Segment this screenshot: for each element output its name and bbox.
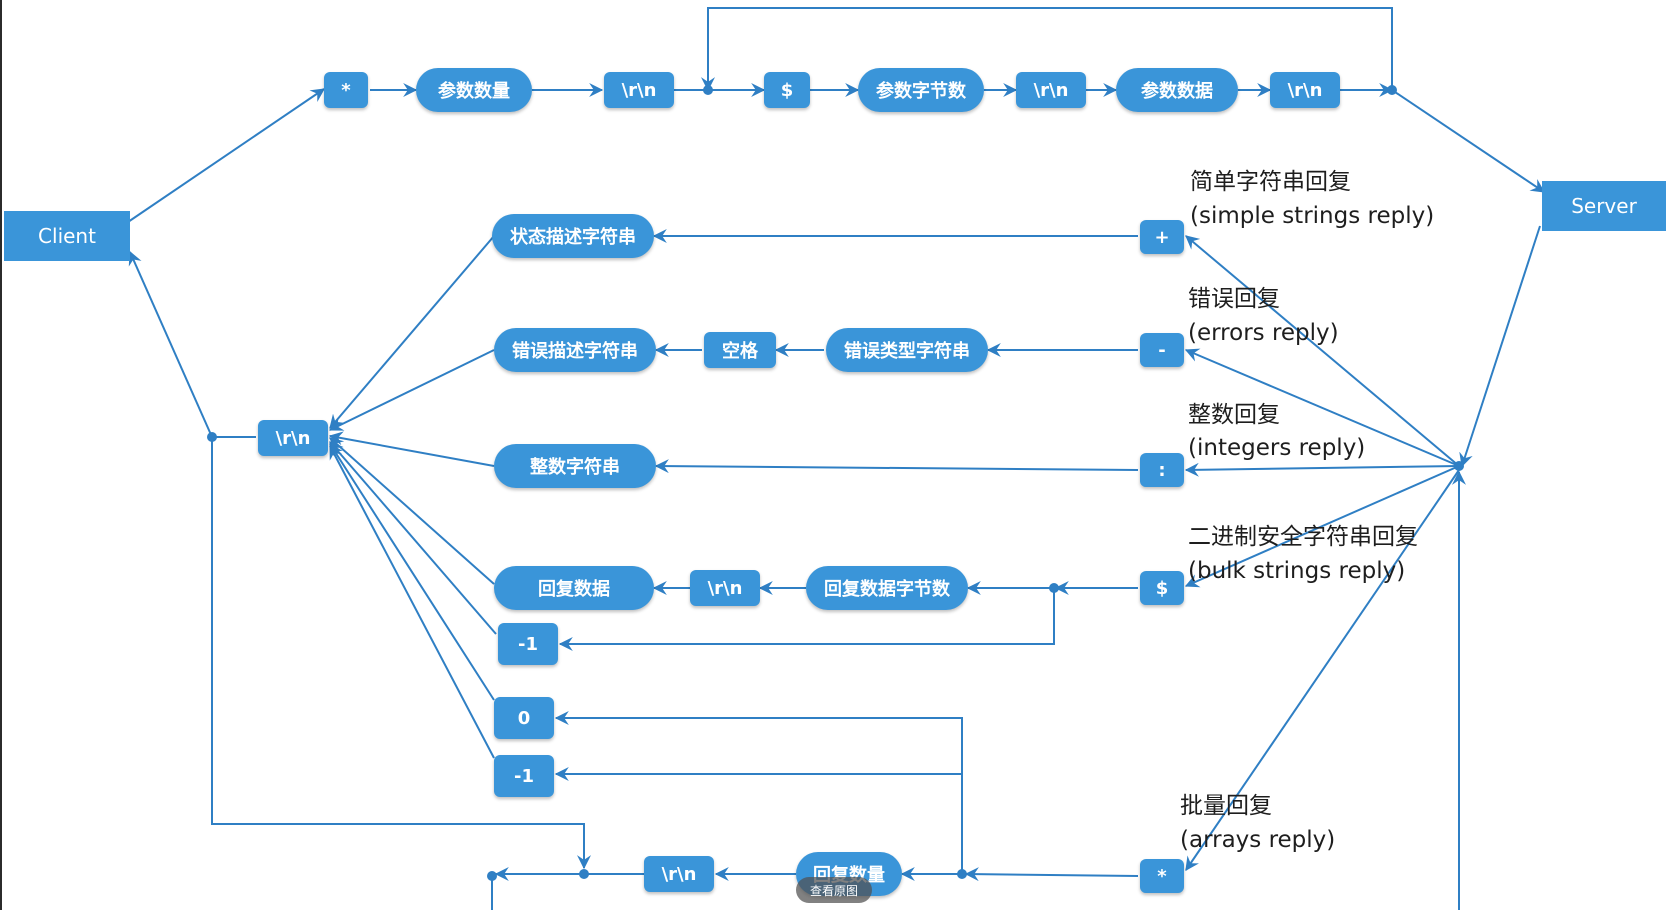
request-dollar-node: $ [764, 72, 810, 108]
edge-client-star [127, 88, 325, 223]
label-bulk-en: (bulk strings reply) [1188, 558, 1406, 584]
label-simple-cn: 简单字符串回复 [1190, 169, 1351, 195]
edge-arrneg1-crlf [329, 444, 495, 759]
request-crlf-node-2: \r\n [1016, 72, 1086, 108]
edge-clientjunction-client [128, 250, 213, 438]
arg-bytes-node: 参数字节数 [858, 68, 984, 112]
reply-data-bytes-node: 回复数据字节数 [806, 566, 968, 610]
edge-server-hub [1459, 225, 1541, 468]
client-node: Client [4, 211, 130, 261]
junction-dot [1049, 583, 1059, 593]
edge-errdesc-crlf [328, 349, 495, 431]
reply-crlf-node: \r\n [690, 570, 760, 606]
junction-dot [957, 869, 967, 879]
request-star-node: * [324, 72, 368, 108]
reply-data-node: 回复数据 [494, 566, 654, 610]
junction-dot [703, 85, 713, 95]
edge-status-crlf [329, 235, 495, 429]
junction-dot [1387, 85, 1397, 95]
arg-data-node: 参数数据 [1116, 68, 1238, 112]
view-original-button[interactable]: 查看原图 [796, 877, 872, 903]
junction-dot [207, 432, 217, 442]
window-edge [0, 0, 2, 910]
edge-hub-plus [1185, 235, 1460, 467]
bottom-crlf-node: \r\n [644, 856, 714, 892]
edge-colon-intstr [654, 459, 1139, 474]
label-bulk-cn: 二进制安全字符串回复 [1188, 524, 1418, 550]
status-string-node: 状态描述字符串 [492, 214, 654, 258]
request-crlf-node-3: \r\n [1270, 72, 1340, 108]
edge-star-junction [964, 867, 1139, 882]
label-arrays-en: (arrays reply) [1180, 827, 1336, 853]
edge-junction2-server [1391, 89, 1545, 193]
edge-hub-dollar [1184, 465, 1460, 588]
edge-neg1-crlf [329, 441, 497, 635]
reply-colon-node: : [1140, 453, 1184, 487]
arg-count-node: 参数数量 [416, 68, 532, 112]
server-node: Server [1542, 181, 1666, 231]
edge-hub-star [1185, 469, 1460, 871]
label-integers-cn: 整数回复 [1188, 402, 1280, 428]
reply-minus-node: - [1140, 333, 1184, 367]
reply-plus-node: + [1140, 220, 1184, 254]
space-node: 空格 [704, 332, 776, 368]
junction-dot [487, 871, 497, 881]
bulk-neg1-node: -1 [498, 623, 558, 665]
edge-junction-zero [554, 711, 963, 874]
array-zero-node: 0 [494, 697, 554, 739]
edge-hub-colon [1184, 462, 1460, 477]
edge-zero-crlf [329, 443, 495, 701]
integer-string-node: 整数字符串 [494, 444, 656, 488]
reply-star-node: * [1140, 859, 1184, 893]
label-errors-en: (errors reply) [1188, 320, 1339, 346]
edge-replydata-crlf [329, 437, 495, 585]
edge-hub-minus [1184, 348, 1460, 467]
label-integers-en: (integers reply) [1188, 435, 1366, 461]
edge-loop-back [701, 7, 1393, 92]
label-errors-cn: 错误回复 [1188, 286, 1280, 312]
junction-dot [1454, 461, 1464, 471]
client-crlf-node: \r\n [258, 420, 328, 456]
edge-junction-neg1 [558, 588, 1055, 651]
request-crlf-node-1: \r\n [604, 72, 674, 108]
junction-dot [579, 869, 589, 879]
label-simple-en: (simple strings reply) [1190, 203, 1435, 229]
array-neg1-node: -1 [494, 755, 554, 797]
error-desc-node: 错误描述字符串 [494, 328, 656, 372]
edge-recursive-loop [211, 437, 591, 870]
reply-dollar-node: $ [1140, 571, 1184, 605]
label-arrays-cn: 批量回复 [1180, 793, 1272, 819]
error-type-node: 错误类型字符串 [826, 328, 988, 372]
edge-intstr-crlf [328, 431, 495, 467]
